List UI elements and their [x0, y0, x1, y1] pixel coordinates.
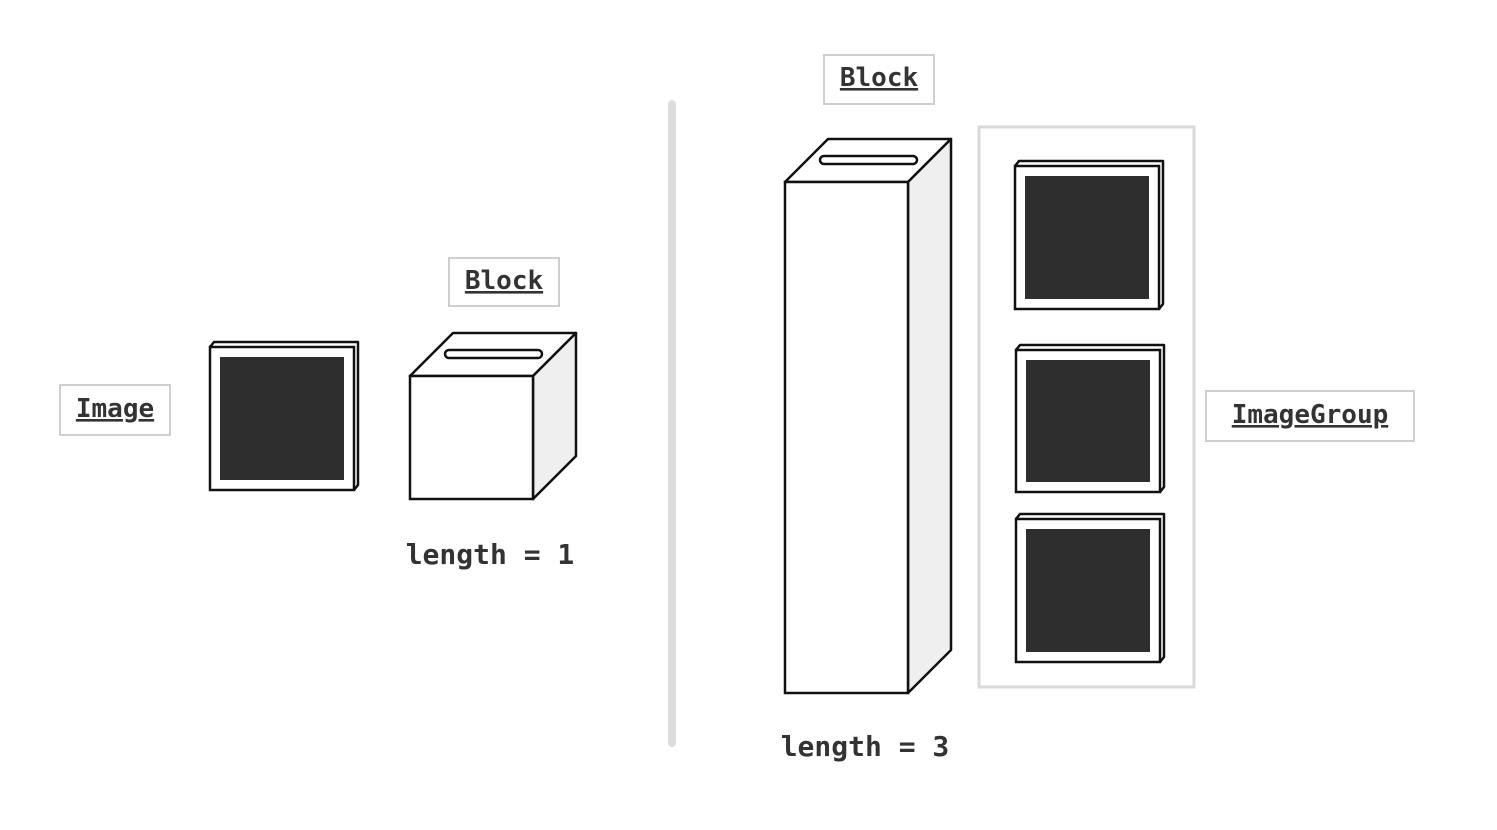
image-label: Image: [59, 384, 171, 436]
group-image-icon-2: [1014, 343, 1166, 494]
image-group-label-text: ImageGroup: [1232, 400, 1389, 430]
tall-block-slot: [818, 154, 919, 166]
image-group-label: ImageGroup: [1205, 390, 1415, 442]
left-block-label: Block: [448, 257, 560, 307]
right-length-text: length = 3: [781, 730, 950, 763]
cube-block: [408, 331, 578, 501]
left-length-text: length = 1: [406, 538, 575, 571]
right-block-label: Block: [823, 54, 935, 105]
right-block-label-text: Block: [840, 63, 919, 93]
image-label-text: Image: [76, 394, 154, 424]
left-block-label-text: Block: [465, 266, 544, 296]
image-icon: [208, 340, 360, 492]
tall-block: [783, 137, 953, 695]
group-image-icon-3: [1014, 512, 1166, 664]
cube-slot: [443, 348, 544, 360]
group-image-icon-1: [1013, 159, 1165, 311]
